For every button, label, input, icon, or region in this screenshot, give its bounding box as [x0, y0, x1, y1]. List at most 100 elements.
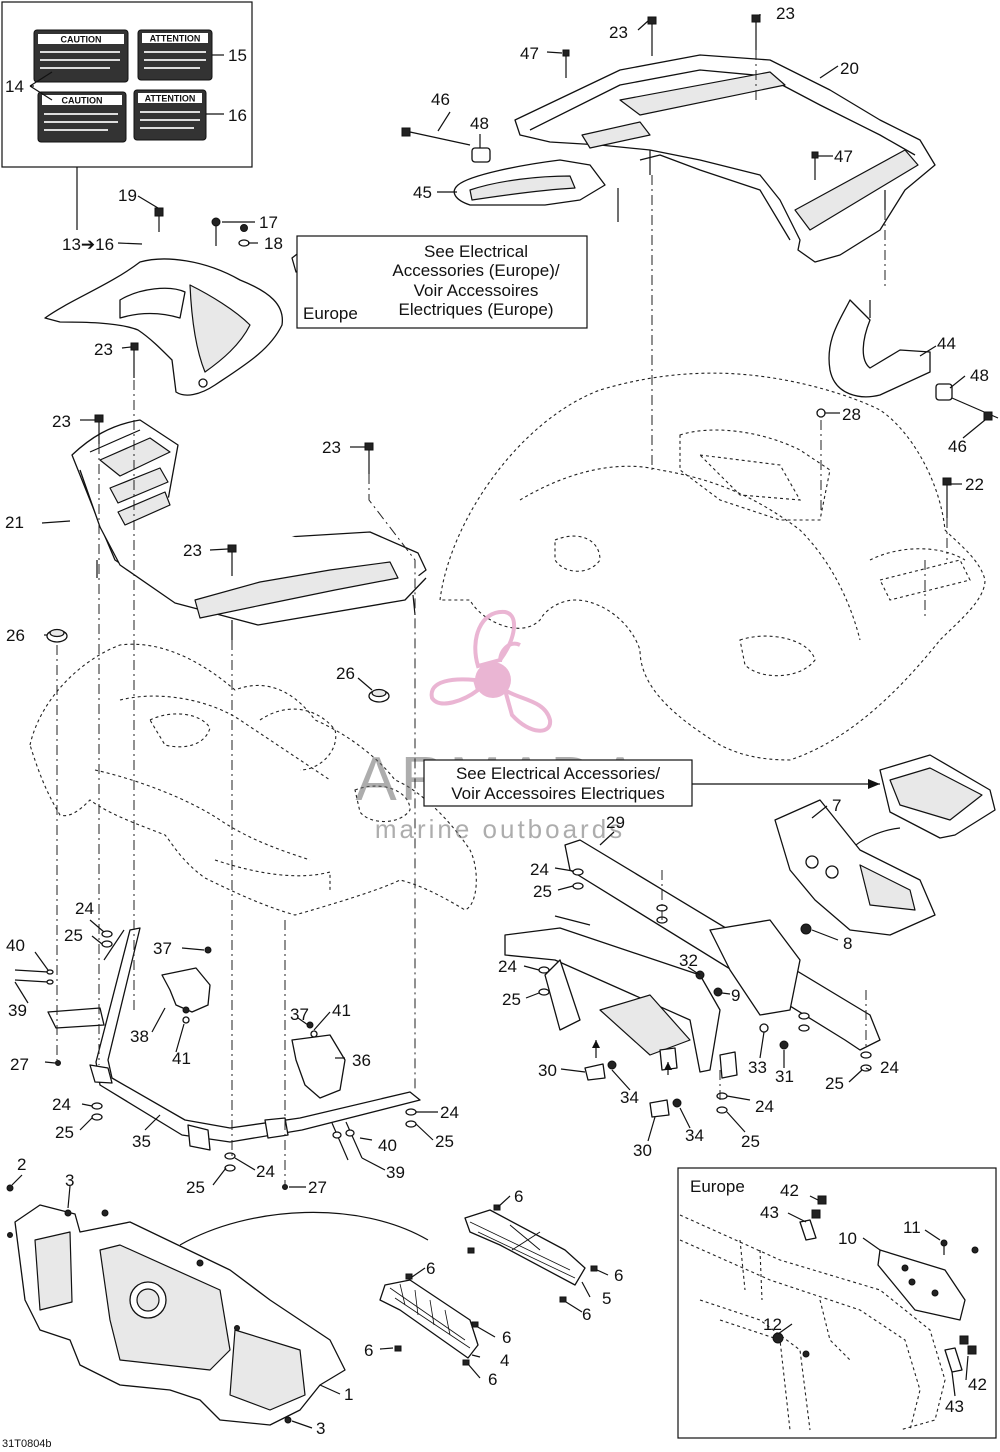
callout-38: 38 [130, 1027, 149, 1046]
rear-rack-bolts [562, 14, 952, 518]
callout-21: 21 [5, 513, 24, 532]
decal-caution-1: CAUTION [33, 29, 129, 83]
decal-attention-title: ATTENTION [150, 34, 201, 44]
electrical-note [423, 759, 880, 807]
callout-6-c: 6 [614, 1266, 623, 1285]
callout-19: 19 [118, 186, 137, 205]
callout-25-b: 25 [502, 990, 521, 1009]
decal-caution-title: CAUTION [61, 35, 102, 45]
callout-42-a: 42 [780, 1181, 799, 1200]
callout-3-b: 3 [316, 1419, 325, 1438]
callout-23-b: 23 [52, 412, 71, 431]
callout-12: 12 [763, 1315, 782, 1334]
callout-11: 11 [903, 1218, 921, 1237]
watermark-tagline: marine outboards [375, 814, 625, 844]
callout-24-c: 24 [880, 1058, 899, 1077]
electrical-europe-line-4: Electriques (Europe) [399, 300, 554, 319]
grille-clips [394, 1204, 598, 1366]
callout-26-a: 26 [6, 626, 25, 645]
callout-34-a: 34 [620, 1088, 639, 1107]
callout-4: 4 [500, 1351, 509, 1370]
callout-36: 36 [352, 1051, 371, 1070]
callout-40-b: 40 [378, 1136, 397, 1155]
callout-23-d: 23 [322, 438, 341, 457]
callout-20: 20 [840, 59, 859, 78]
callout-23-c: 23 [183, 541, 202, 560]
grab-handle-44 [828, 299, 999, 421]
decal-attention-1: ATTENTION [137, 29, 213, 81]
callout-25-f: 25 [55, 1123, 74, 1142]
callout-25-e: 25 [64, 926, 83, 945]
grille-fasteners [6, 1184, 292, 1424]
decal-attention-2: ATTENTION [133, 89, 207, 141]
tail-light [849, 754, 996, 851]
callout-24-d: 24 [755, 1097, 774, 1116]
callout-25-c: 25 [825, 1074, 844, 1093]
callout-28: 28 [842, 405, 861, 424]
rear-fender [439, 372, 986, 761]
callout-6-g: 6 [488, 1370, 497, 1389]
callout-27-b: 27 [308, 1178, 327, 1197]
callout-3-a: 3 [65, 1171, 74, 1190]
callout-6-a: 6 [514, 1187, 523, 1206]
callout-5: 5 [602, 1289, 611, 1308]
callout-46-b: 46 [948, 437, 967, 456]
callout-48-a: 48 [470, 114, 489, 133]
callout-32: 32 [679, 951, 698, 970]
front-rack-bolts [94, 414, 374, 576]
tail-light-housing [774, 799, 936, 936]
callout-24-g: 24 [440, 1103, 459, 1122]
callout-42-b: 42 [968, 1375, 987, 1394]
leader-lines [11, 14, 986, 1429]
electrical-line-2: Voir Accessoires Electriques [451, 784, 665, 803]
callout-23-e: 23 [609, 23, 628, 42]
callout-40-a: 40 [6, 936, 25, 955]
callout-27-a: 27 [10, 1055, 29, 1074]
grommets [46, 628, 390, 703]
front-rack [71, 419, 427, 640]
callout-25-a: 25 [533, 882, 552, 901]
europe-accessory-plug [291, 235, 588, 329]
front-bumper [47, 927, 421, 1151]
decal-caution-title-2: CAUTION [62, 96, 103, 106]
electrical-europe-line-2: Accessories (Europe)/ [392, 261, 560, 280]
callout-25-d: 25 [741, 1132, 760, 1151]
callout-2: 2 [17, 1155, 26, 1174]
callout-24-f: 24 [52, 1095, 71, 1114]
callout-25-h: 25 [186, 1178, 205, 1197]
callout-17: 17 [259, 213, 278, 232]
callout-6-d: 6 [582, 1305, 591, 1324]
fasteners-top-left [130, 207, 250, 378]
callout-26-b: 26 [336, 664, 355, 683]
callout-numbers: 14 15 16 13➔16 19 17 18 23 23 21 23 23 2… [5, 4, 989, 1438]
callout-33: 33 [748, 1058, 767, 1077]
decal-inset: CAUTION ATTENTION CAUTION ATTENTION [1, 1, 253, 168]
grab-handle-45 [401, 127, 619, 222]
callout-41-b: 41 [332, 1001, 351, 1020]
callout-34-b: 34 [685, 1126, 704, 1145]
europe-inset-title: Europe [690, 1177, 745, 1196]
callout-24-h: 24 [256, 1162, 275, 1181]
callout-24-e: 24 [75, 899, 94, 918]
front-console-cover [44, 258, 283, 396]
callout-37-a: 37 [153, 939, 172, 958]
callout-6-f: 6 [364, 1341, 373, 1360]
callout-31: 31 [775, 1067, 794, 1086]
callout-7: 7 [832, 796, 841, 815]
range-13-16: 13➔16 [62, 235, 114, 254]
front-fender [29, 643, 477, 916]
europe-tag: Europe [303, 304, 358, 323]
bumper-hardware [14, 930, 417, 1190]
rear-bumper [504, 839, 881, 1079]
callout-37-b: 37 [290, 1005, 309, 1024]
callout-15: 15 [228, 46, 247, 65]
electrical-europe-line-1: See Electrical [424, 242, 528, 261]
callout-46-a: 46 [431, 90, 450, 109]
bumper-brackets [161, 967, 346, 1099]
callout-23-f: 23 [776, 4, 795, 23]
mesh-grille-4 [379, 1279, 479, 1359]
callout-47-b: 47 [834, 147, 853, 166]
callout-43-a: 43 [760, 1203, 779, 1222]
callout-18: 18 [264, 234, 283, 253]
